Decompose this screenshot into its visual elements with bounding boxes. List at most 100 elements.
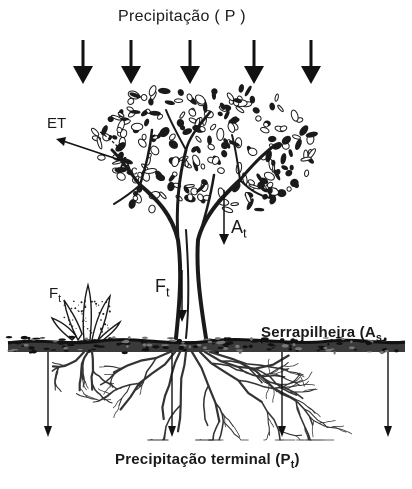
litter-speck: [271, 347, 275, 348]
leaf: [217, 128, 224, 140]
canopy-storage-subscript: c: [131, 163, 137, 178]
leaf: [195, 146, 201, 154]
leaf: [290, 165, 293, 170]
leaf: [96, 137, 103, 149]
litter-speck: [161, 344, 169, 346]
litter-speck: [289, 348, 293, 351]
leaf: [255, 116, 261, 122]
terminal-close: ): [295, 451, 300, 468]
leaf: [168, 139, 179, 150]
leaf: [211, 88, 218, 94]
leaf: [97, 155, 105, 161]
root: [55, 367, 59, 386]
leaf: [226, 92, 235, 102]
stipple-dot: [101, 331, 103, 333]
litter-speck: [81, 340, 87, 342]
stipple-dot: [98, 312, 100, 314]
tree-roots: [52, 352, 351, 440]
stipple-dot: [107, 327, 108, 328]
leaf: [140, 94, 147, 102]
leaf: [207, 143, 215, 151]
litter-speck: [267, 348, 272, 350]
litter-speck: [163, 346, 169, 349]
precipitation-label: Precipitação ( P ): [118, 8, 246, 26]
leaf: [217, 167, 225, 174]
tree-trunk-branches: [112, 110, 275, 338]
terminal-arrow: [384, 352, 392, 437]
litter-speck: [122, 351, 128, 354]
stipple-dot: [72, 325, 73, 326]
litter-speck: [208, 341, 212, 343]
root: [296, 436, 304, 440]
litter-speck: [394, 349, 398, 352]
root: [53, 363, 63, 366]
litter-speck: [236, 349, 243, 351]
plant-stemflow-symbol: F: [49, 285, 58, 302]
litter-speck: [116, 343, 121, 346]
root: [92, 352, 94, 390]
litter-speck: [243, 345, 248, 348]
leaf: [290, 109, 299, 122]
leaf: [90, 127, 100, 137]
leaf: [114, 141, 126, 153]
leaf: [186, 93, 193, 101]
stipple-dot: [84, 299, 86, 301]
stipple-dot: [73, 300, 75, 302]
stipple-dot: [94, 339, 95, 340]
litter-speck: [215, 337, 221, 340]
stipple-dot: [80, 301, 82, 303]
leaf: [201, 164, 205, 170]
leaf: [112, 135, 118, 140]
stipple-dot: [101, 330, 102, 331]
root: [273, 388, 274, 403]
litter-speck: [69, 336, 76, 339]
leaf: [179, 111, 186, 119]
stemflow-symbol: F: [155, 276, 166, 296]
litter-speck: [29, 351, 32, 353]
leaf: [131, 123, 143, 131]
root: [86, 382, 89, 388]
stipple-dot: [106, 301, 108, 303]
stipple-dot: [82, 310, 83, 311]
terminal-arrow: [44, 352, 52, 437]
leaf: [150, 111, 161, 115]
leaf: [187, 108, 197, 118]
litter-speck: [204, 346, 206, 347]
stipple-dot: [91, 301, 93, 303]
stipple-dot: [68, 319, 70, 321]
stipple-dot: [109, 310, 111, 312]
litter-speck: [146, 346, 149, 349]
root: [300, 372, 312, 382]
root: [121, 352, 175, 409]
stipple-dot: [82, 321, 83, 322]
leaf: [157, 132, 163, 139]
leaf: [158, 88, 170, 94]
litter-speck: [169, 340, 175, 342]
throughfall-label: At: [231, 217, 247, 241]
stipple-dot: [98, 337, 99, 338]
root: [262, 402, 281, 440]
canopy-storage-symbol: A: [119, 154, 131, 174]
leaf: [280, 153, 286, 164]
root: [264, 431, 270, 440]
root: [296, 400, 311, 440]
litter-speck: [40, 337, 45, 338]
stipple-dot: [104, 323, 106, 325]
leaf: [207, 136, 211, 144]
root: [220, 408, 234, 426]
stipple-dot: [70, 311, 71, 312]
litter-speck: [282, 344, 289, 348]
litter-speck: [65, 343, 68, 345]
stipple-dot: [103, 322, 104, 323]
precipitation-arrow: [301, 40, 321, 84]
leaf: [250, 96, 255, 103]
root: [267, 411, 269, 435]
litter-speck: [349, 346, 355, 349]
stipple-dot: [108, 305, 110, 307]
et-arrow: [56, 137, 120, 160]
precipitation-arrows: [73, 40, 321, 84]
stipple-dot: [82, 319, 84, 321]
stipple-dot: [96, 306, 97, 307]
root: [92, 383, 105, 399]
